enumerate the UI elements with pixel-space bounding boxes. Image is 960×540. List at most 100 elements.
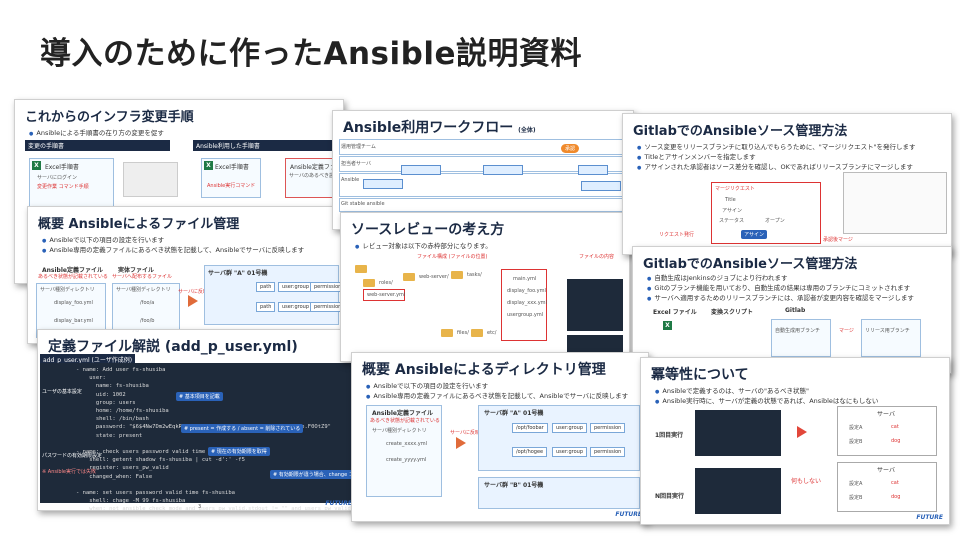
server-dir-box [36, 283, 106, 338]
permission-pill: permission [310, 282, 343, 292]
file-name: /foo/b [140, 318, 155, 324]
branch-box [771, 319, 831, 357]
path-pill: path [256, 302, 276, 312]
label: サーバへ配布するファイル [112, 274, 172, 280]
label: サーバ群 "A" 01号機 [208, 270, 268, 277]
bullet: ソース変更をリリースブランチに取り込んでもらうために、"マージリクエスト"を発行… [637, 141, 915, 151]
label: サーバ種別ディレクトリ [40, 287, 95, 293]
placeholder-box [123, 162, 178, 197]
slide-gitlab-2[interactable]: GitlabでのAnsibleソース管理方法 自動生成はJenkinsのジョブに… [632, 246, 952, 374]
brand-logo: FUTURE [615, 511, 642, 518]
slide-gitlab-1[interactable]: GitlabでのAnsibleソース管理方法 ソース変更をリリースブランチに取り… [622, 113, 952, 255]
slide-idempotency[interactable]: 冪等性について Ansibleで定義するのは、サーバの"あるべき状態" Ansi… [640, 357, 950, 525]
label: Ansible定義ファイル [42, 267, 103, 274]
label: サーバ種別ディレクトリ [372, 428, 427, 434]
label: 設定B [849, 439, 863, 445]
label: Excel手順書 [215, 164, 249, 171]
path-pill: /opt/hogee [512, 447, 548, 457]
label: サーバ [877, 467, 895, 474]
bullet: レビュー対象は以下の赤枠部分になります。 [355, 240, 491, 250]
lane-label: Ansible [341, 177, 360, 183]
file-name: /foo/a [140, 300, 155, 306]
label: サーバ種別ディレクトリ [116, 287, 171, 293]
permission-pill: permission [590, 447, 626, 457]
folder-icon [441, 329, 453, 337]
label: Ansible定義ファイル [290, 164, 344, 171]
excel-icon: X [32, 161, 41, 170]
slide-title: 概要 Ansibleによるディレクトリ管理 [362, 362, 606, 378]
label: 承認後マージ [823, 237, 853, 243]
slide-dir[interactable]: 概要 Ansibleによるディレクトリ管理 Ansibleで以下の項目の設定を行… [351, 352, 649, 522]
flow-node [401, 165, 441, 175]
bullet: Gitのブランチ機能を用いており、自動生成の結果は専用のブランチにコミットされま… [647, 282, 910, 292]
label: リリース用ブランチ [865, 328, 910, 334]
permission-pill: permission [590, 423, 626, 433]
dir-name: roles/ [379, 280, 393, 286]
dir-name: tasks/ [467, 272, 482, 278]
screenshot-panel [843, 172, 947, 234]
slide-title: 概要 Ansibleによるファイル管理 [38, 217, 240, 232]
page-title: 導入のために作ったAnsible説明資料 [40, 36, 582, 72]
lane [339, 139, 629, 155]
label: 設定B [849, 495, 863, 501]
value: dog [891, 438, 901, 444]
code-block: - name: Add user fs-shusiba user: name: … [76, 367, 358, 511]
file-name: usergroup.yml [507, 312, 544, 318]
file-name: display_bar.yml [54, 318, 93, 324]
file-name: display_foo.yml [54, 300, 93, 306]
folder-icon [471, 329, 483, 337]
folder-icon [451, 271, 463, 279]
bullet: アサインされた承認者はソース差分を確認し、OKであればリリースブランチにマージし… [637, 161, 913, 171]
comment-chip: # 基本項目を記載 [176, 392, 223, 401]
label: パスワードの有効期限設定 [42, 453, 103, 459]
slide-title: これからのインフラ変更手順 [25, 110, 194, 125]
assign-button[interactable]: アサイン [741, 230, 768, 239]
code-panel [567, 279, 623, 331]
label: 自動生成用ブランチ [775, 328, 821, 334]
bullet: Ansibleで定義するのは、サーバの"あるべき状態" [655, 385, 809, 395]
file-box-highlighted[interactable] [363, 289, 405, 301]
column-header: 変更の手順書 [25, 140, 170, 151]
column-header: ファイルの内容 [579, 254, 615, 260]
slide-review[interactable]: ソースレビューの考え方 レビュー対象は以下の赤枠部分になります。 ファイル構成 … [340, 212, 630, 362]
slide-def-file[interactable]: 定義ファイル解説 (add_p_user.yml) add_p_user.yml… [37, 329, 359, 511]
bullet: サーバへ適用するためのリリースブランチには、承認者が変更内容を確認をマージします [647, 292, 913, 302]
bullet: Ansibleで以下の項目の設定を行います [366, 380, 488, 390]
brand-logo: FUTURE [916, 514, 943, 521]
label: 変換スクリプト [711, 309, 754, 316]
column-header: Ansible利用した手順書 [193, 140, 338, 151]
brand-logo: FUTURE [325, 500, 352, 507]
slide-workflow[interactable]: Ansible利用ワークフロー (全体) 運用管理チーム 担当者サーバ Ansi… [332, 110, 634, 230]
bullet: Ansibleで以下の項目の設定を行います [42, 234, 164, 244]
server-box [478, 405, 640, 471]
server-box [837, 406, 937, 456]
tab-label: add_p_user.yml (ユーザ作成例) [40, 354, 136, 365]
slide-overview-file[interactable]: 概要 Ansibleによるファイル管理 Ansibleで以下の項目の設定を行いま… [27, 206, 344, 344]
dir-name: etc/ [487, 330, 497, 336]
page-number: 3 [198, 504, 202, 510]
lane-label: 担当者サーバ [341, 161, 371, 167]
dir-name: files/ [457, 330, 469, 336]
value: cat [891, 480, 899, 486]
usergroup-pill: user:group [278, 302, 314, 312]
label: サーバ [877, 411, 895, 418]
column-header: ファイル構成 (ファイルの位置) [417, 254, 488, 260]
file-name: display_foo.yml [507, 288, 546, 294]
label: 変更作業 コマンド手順 [37, 184, 89, 190]
comment-chip: # 有効期限が違う場合、change コマンドを実行 [270, 470, 358, 479]
folder-icon [363, 279, 375, 287]
label: Ansible実行コマンド [207, 183, 256, 189]
bullet: Ansible専用の定義ファイルにあるべき状態を記載して、Ansibleでサーバ… [42, 244, 304, 254]
label: サーバに反映 [450, 430, 480, 436]
label: サーバ群 "A" 01号機 [484, 410, 544, 417]
label: Ansible定義ファイル [372, 410, 433, 417]
label: N回目実行 [655, 493, 685, 500]
status-value: オープン [765, 218, 785, 224]
permission-pill: permission [310, 302, 343, 312]
label: Excel手順書 [45, 164, 79, 171]
label: ユーザの基本設定 [42, 389, 82, 395]
label: リクエスト発行 [659, 232, 695, 238]
file-name: display_xxx.yml [507, 300, 547, 306]
file-box-highlighted[interactable] [501, 269, 547, 341]
flow-node [581, 181, 621, 191]
